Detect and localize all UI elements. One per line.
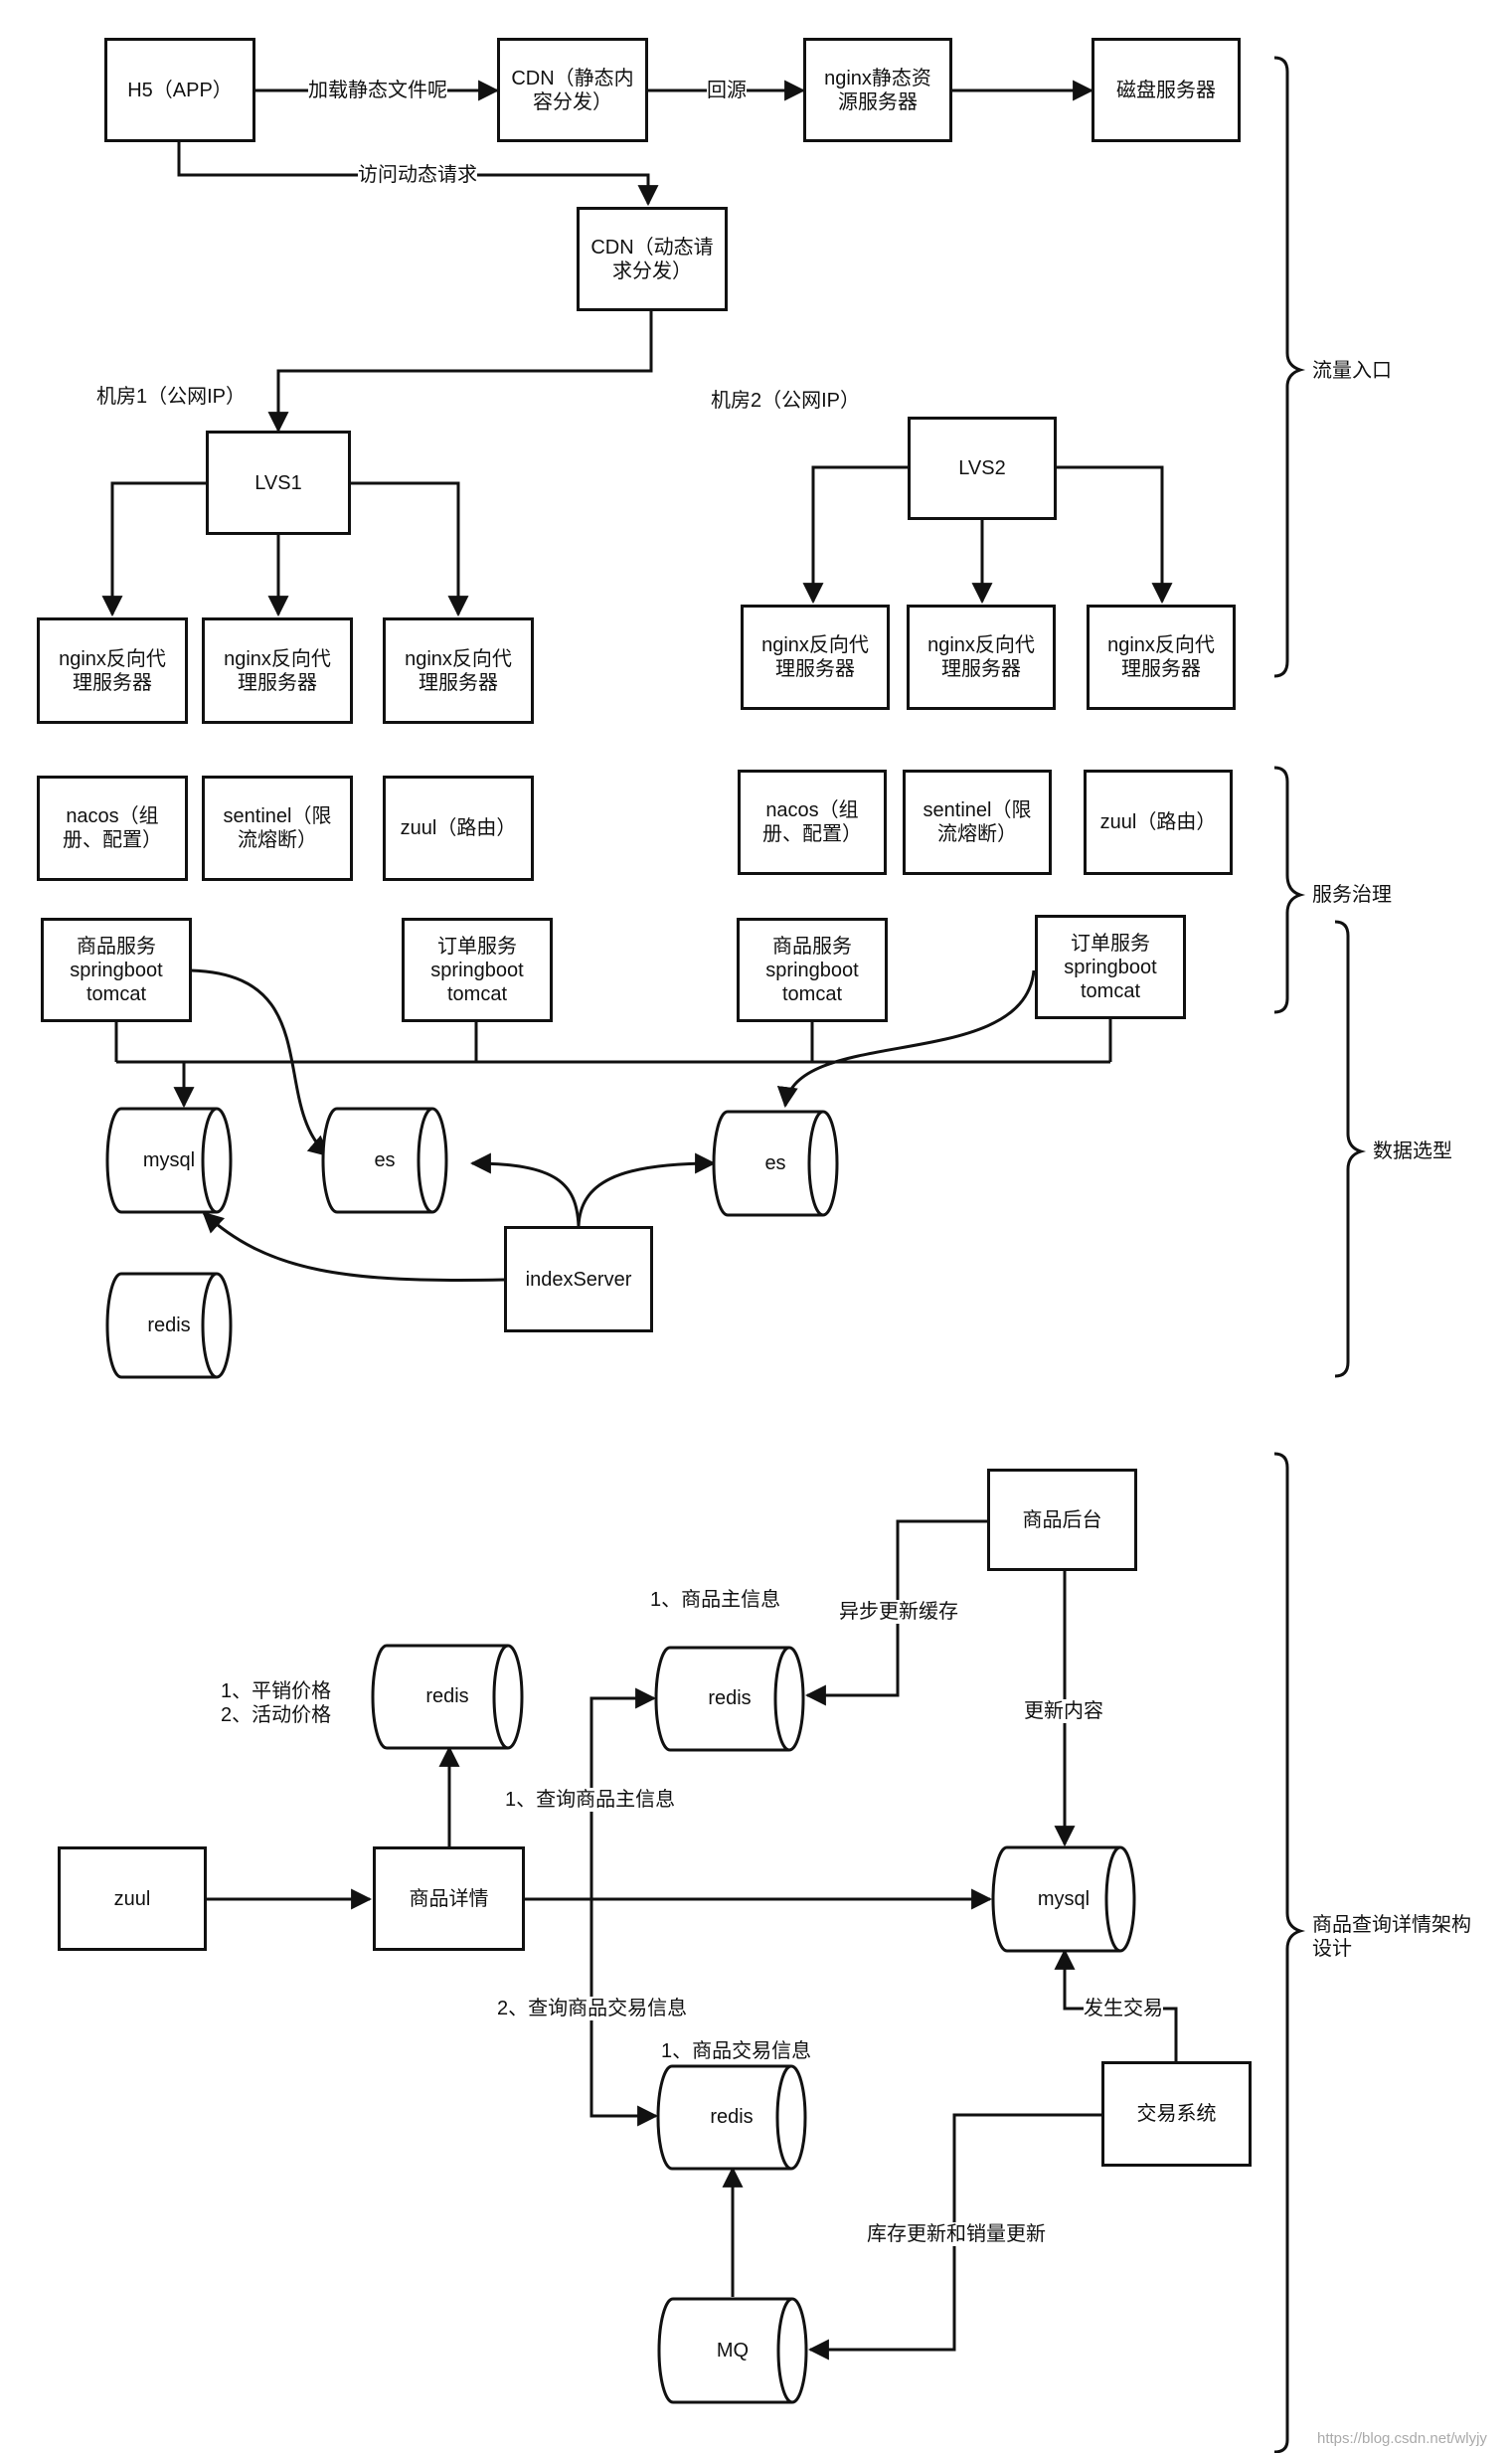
edge-detail-redis-trade bbox=[589, 1899, 659, 2127]
room2-nginx-proxy-3[interactable]: nginx反向代 理服务器 bbox=[1087, 605, 1236, 710]
lvs2-node[interactable]: LVS2 bbox=[908, 417, 1057, 520]
watermark-text: https://blog.csdn.net/wlyjy bbox=[1317, 2430, 1487, 2447]
es2-cylinder-end-cap bbox=[807, 1110, 824, 1217]
edge-index-es1 bbox=[469, 1152, 581, 1227]
edge-label-dynamic-request: 访问动态请求 bbox=[358, 163, 477, 187]
edge-label-trade-happen: 发生交易 bbox=[1084, 1997, 1163, 2020]
redis-price-cylinder-label: redis bbox=[425, 1685, 469, 1707]
redis-cylinder-label: redis bbox=[147, 1314, 191, 1336]
edge-index-es2 bbox=[577, 1152, 717, 1227]
redis-trade-cylinder-end-cap bbox=[775, 2064, 792, 2171]
room2-title: 机房2（公网IP） bbox=[711, 390, 861, 412]
edge-lvs2-nginx1 bbox=[802, 465, 908, 605]
detail-zuul-node[interactable]: zuul bbox=[58, 1846, 207, 1951]
edge-lvs1-nginx1 bbox=[101, 481, 206, 617]
edge-label-query-trade: 2、查询商品交易信息 bbox=[497, 1997, 688, 2020]
room1-nacos[interactable]: nacos（组 册、配置） bbox=[37, 776, 188, 881]
trade-system-node[interactable]: 交易系统 bbox=[1101, 2061, 1252, 2167]
edge-order2-es2 bbox=[776, 969, 1036, 1109]
cdn-dynamic-node[interactable]: CDN（动态请 求分发） bbox=[577, 207, 728, 311]
room2-nginx-proxy-1[interactable]: nginx反向代 理服务器 bbox=[741, 605, 890, 710]
room1-nginx-proxy-1[interactable]: nginx反向代 理服务器 bbox=[37, 617, 188, 724]
room2-goods-service[interactable]: 商品服务 springboot tomcat bbox=[737, 918, 888, 1022]
room2-sentinel[interactable]: sentinel（限 流熔断） bbox=[903, 770, 1052, 875]
bracket-label-detail-design: 商品查询详情架构 设计 bbox=[1312, 1914, 1471, 1960]
mysql-cylinder-end-cap bbox=[201, 1107, 218, 1214]
edge-label-update-content: 更新内容 bbox=[1024, 1699, 1103, 1723]
edge-label-async-cache: 异步更新缓存 bbox=[839, 1600, 958, 1624]
bracket-data-selection bbox=[1334, 920, 1367, 1378]
room2-nginx-proxy-2[interactable]: nginx反向代 理服务器 bbox=[907, 605, 1056, 710]
room1-order-service[interactable]: 订单服务 springboot tomcat bbox=[402, 918, 553, 1022]
bracket-traffic-entry bbox=[1273, 56, 1306, 678]
edge-index-mysql bbox=[202, 1211, 505, 1282]
room1-zuul[interactable]: zuul（路由） bbox=[383, 776, 534, 881]
goods-detail-node[interactable]: 商品详情 bbox=[373, 1846, 525, 1951]
note-main-info: 1、商品主信息 bbox=[650, 1589, 781, 1611]
redis-trade-cylinder-label: redis bbox=[710, 2106, 754, 2128]
room1-sentinel[interactable]: sentinel（限 流熔断） bbox=[202, 776, 353, 881]
edge-goods1-es1 bbox=[190, 968, 330, 1157]
es1-cylinder-end-cap bbox=[417, 1107, 433, 1214]
bracket-label-traffic-entry: 流量入口 bbox=[1312, 360, 1392, 382]
room1-nginx-proxy-2[interactable]: nginx反向代 理服务器 bbox=[202, 617, 353, 724]
mysql-detail-cylinder-label: mysql bbox=[1037, 1887, 1091, 1910]
room2-zuul[interactable]: zuul（路由） bbox=[1084, 770, 1233, 875]
room2-nacos[interactable]: nacos（组 册、配置） bbox=[738, 770, 887, 875]
mysql-cylinder-label: mysql bbox=[142, 1148, 196, 1171]
mq-cylinder-label: MQ bbox=[716, 2339, 750, 2362]
edge-lvs1-nginx3 bbox=[351, 481, 469, 617]
edge-lvs2-nginx3 bbox=[1057, 465, 1173, 605]
edge-cdn-lvs1 bbox=[267, 311, 653, 434]
edge-label-load-static: 加载静态文件呢 bbox=[308, 79, 447, 102]
redis-cylinder-end-cap bbox=[201, 1272, 218, 1379]
edge-label-back-source: 回源 bbox=[707, 79, 747, 102]
cdn-static-node[interactable]: CDN（静态内 容分发） bbox=[497, 38, 648, 142]
nginx-static-node[interactable]: nginx静态资 源服务器 bbox=[803, 38, 952, 142]
goods-backend-node[interactable]: 商品后台 bbox=[987, 1469, 1137, 1571]
redis-main-cylinder-end-cap bbox=[773, 1646, 790, 1752]
bracket-service-governance bbox=[1273, 766, 1306, 1014]
note-price: 1、平销价格 2、活动价格 bbox=[221, 1680, 332, 1726]
bracket-detail-design bbox=[1273, 1452, 1306, 2453]
note-trade-info: 1、商品交易信息 bbox=[661, 2039, 812, 2063]
edge-label-query-main: 1、查询商品主信息 bbox=[505, 1788, 676, 1812]
redis-main-cylinder-label: redis bbox=[708, 1687, 752, 1709]
es2-cylinder-label: es bbox=[764, 1151, 786, 1174]
h5-app-node[interactable]: H5（APP） bbox=[104, 38, 255, 142]
redis-price-cylinder-end-cap bbox=[492, 1644, 509, 1750]
lvs1-node[interactable]: LVS1 bbox=[206, 431, 351, 535]
bracket-label-service-governance: 服务治理 bbox=[1312, 884, 1392, 906]
index-server-node[interactable]: indexServer bbox=[504, 1226, 653, 1332]
room1-nginx-proxy-3[interactable]: nginx反向代 理服务器 bbox=[383, 617, 534, 724]
room1-goods-service[interactable]: 商品服务 springboot tomcat bbox=[41, 918, 192, 1022]
room2-order-service[interactable]: 订单服务 springboot tomcat bbox=[1035, 915, 1186, 1019]
mq-cylinder-end-cap bbox=[776, 2297, 793, 2404]
room1-title: 机房1（公网IP） bbox=[96, 386, 247, 408]
disk-server-node[interactable]: 磁盘服务器 bbox=[1092, 38, 1241, 142]
bracket-label-data-selection: 数据选型 bbox=[1373, 1140, 1452, 1162]
mysql-detail-cylinder-end-cap bbox=[1104, 1845, 1121, 1953]
edge-label-stock-sales: 库存更新和销量更新 bbox=[867, 2222, 1046, 2246]
es1-cylinder-label: es bbox=[374, 1148, 396, 1171]
